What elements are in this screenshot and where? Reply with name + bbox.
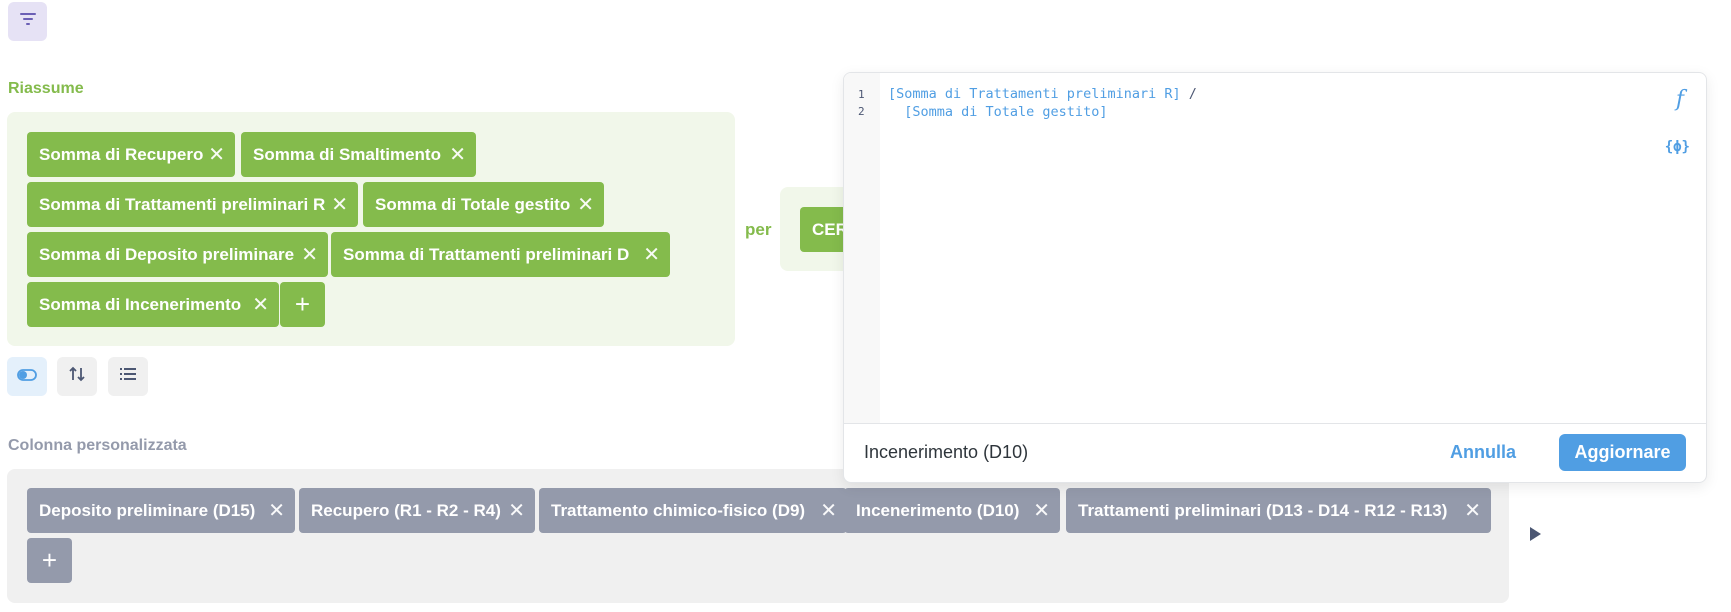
metric-pill-label: Somma di Smaltimento [253, 144, 441, 164]
filter-icon [19, 12, 37, 31]
list-icon [119, 367, 137, 386]
remove-icon[interactable]: ✕ [1033, 500, 1050, 522]
list-button[interactable] [108, 357, 148, 396]
expression-editor: 1 2 [Somma di Trattamenti preliminari R]… [843, 72, 1707, 483]
remove-icon[interactable]: ✕ [1464, 500, 1481, 522]
sort-icon [68, 366, 86, 387]
operator: / [1180, 86, 1197, 102]
custom-column-box: Deposito preliminare (D15) ✕ Recupero (R… [7, 469, 1509, 603]
summarize-box: Somma di Recupero ✕ Somma di Smaltimento… [7, 112, 735, 346]
remove-icon[interactable]: ✕ [252, 294, 269, 316]
remove-icon[interactable]: ✕ [301, 244, 318, 266]
metric-pill[interactable]: Somma di Smaltimento ✕ [241, 132, 476, 177]
remove-icon[interactable]: ✕ [820, 500, 837, 522]
metric-pill[interactable]: Somma di Trattamenti preliminari R ✕ [27, 182, 358, 227]
custom-column-pill-label: Trattamento chimico-fisico (D9) [551, 500, 806, 520]
function-icon[interactable]: f [1675, 87, 1684, 112]
custom-column-pill[interactable]: Recupero (R1 - R2 - R4) ✕ [299, 488, 535, 533]
cancel-button[interactable]: Annulla [1450, 442, 1516, 462]
metric-pill[interactable]: Somma di Totale gestito ✕ [363, 182, 604, 227]
line-number: 1 [858, 88, 865, 101]
code-line-1[interactable]: [Somma di Trattamenti preliminari R] / [888, 86, 1197, 102]
groupby-pill-label: CER [812, 219, 848, 239]
remove-icon[interactable]: ✕ [643, 244, 660, 266]
filter-button[interactable] [8, 2, 47, 41]
summarize-label: Riassume [8, 80, 84, 97]
remove-icon[interactable]: ✕ [508, 500, 525, 522]
play-icon[interactable] [1530, 527, 1541, 541]
add-metric-button[interactable]: + [280, 282, 325, 327]
custom-column-label: Colonna personalizzata [8, 437, 187, 454]
metric-pill[interactable]: Somma di Deposito preliminare ✕ [27, 232, 328, 277]
remove-icon[interactable]: ✕ [208, 144, 225, 166]
metric-pill-label: Somma di Incenerimento [39, 294, 242, 314]
custom-column-pill[interactable]: Trattamento chimico-fisico (D9) ✕ [539, 488, 847, 533]
update-button[interactable]: Aggiornare [1559, 434, 1686, 471]
toggle-icon [17, 368, 37, 386]
metric-pill-label: Somma di Deposito preliminare [39, 244, 295, 264]
per-label: per [745, 220, 772, 239]
editor-footer: Incenerimento (D10) Annulla Aggiornare [844, 423, 1706, 482]
custom-column-pill[interactable]: Deposito preliminare (D15) ✕ [27, 488, 295, 533]
metric-pill-label: Somma di Recupero [39, 144, 204, 164]
line-gutter: 1 2 [844, 73, 880, 423]
column-name-input[interactable]: Incenerimento (D10) [864, 442, 1029, 462]
custom-column-pill-label: Trattamenti preliminari (D13 - D14 - R12… [1078, 500, 1448, 520]
metric-pill[interactable]: Somma di Incenerimento ✕ [27, 282, 279, 327]
custom-column-pill-label: Deposito preliminare (D15) [39, 500, 256, 520]
metric-pill-label: Somma di Trattamenti preliminari D [343, 244, 630, 264]
metric-pill[interactable]: Somma di Recupero ✕ [27, 132, 235, 177]
custom-column-pill[interactable]: Trattamenti preliminari (D13 - D14 - R12… [1066, 488, 1491, 533]
plus-icon: + [294, 289, 311, 319]
metric-pill-label: Somma di Totale gestito [375, 194, 571, 214]
custom-column-pill-label: Recupero (R1 - R2 - R4) [311, 500, 501, 520]
add-custom-column-button[interactable]: + [27, 538, 72, 583]
plus-icon: + [41, 545, 58, 575]
sort-button[interactable] [57, 357, 97, 396]
field-reference: [Somma di Trattamenti preliminari R] [888, 86, 1181, 102]
toggle-button[interactable] [7, 357, 47, 396]
code-line-2[interactable]: [Somma di Totale gestito] [888, 104, 1108, 120]
remove-icon[interactable]: ✕ [577, 194, 594, 216]
metric-pill[interactable]: Somma di Trattamenti preliminari D ✕ [331, 232, 670, 277]
remove-icon[interactable]: ✕ [331, 194, 348, 216]
line-number: 2 [858, 105, 865, 118]
variable-icon[interactable]: {ϕ} [1664, 139, 1690, 155]
custom-column-pill-label: Incenerimento (D10) [856, 500, 1020, 520]
remove-icon[interactable]: ✕ [268, 500, 285, 522]
metric-pill-label: Somma di Trattamenti preliminari R [39, 194, 326, 214]
remove-icon[interactable]: ✕ [449, 144, 466, 166]
custom-column-pill[interactable]: Incenerimento (D10) ✕ [844, 488, 1060, 533]
